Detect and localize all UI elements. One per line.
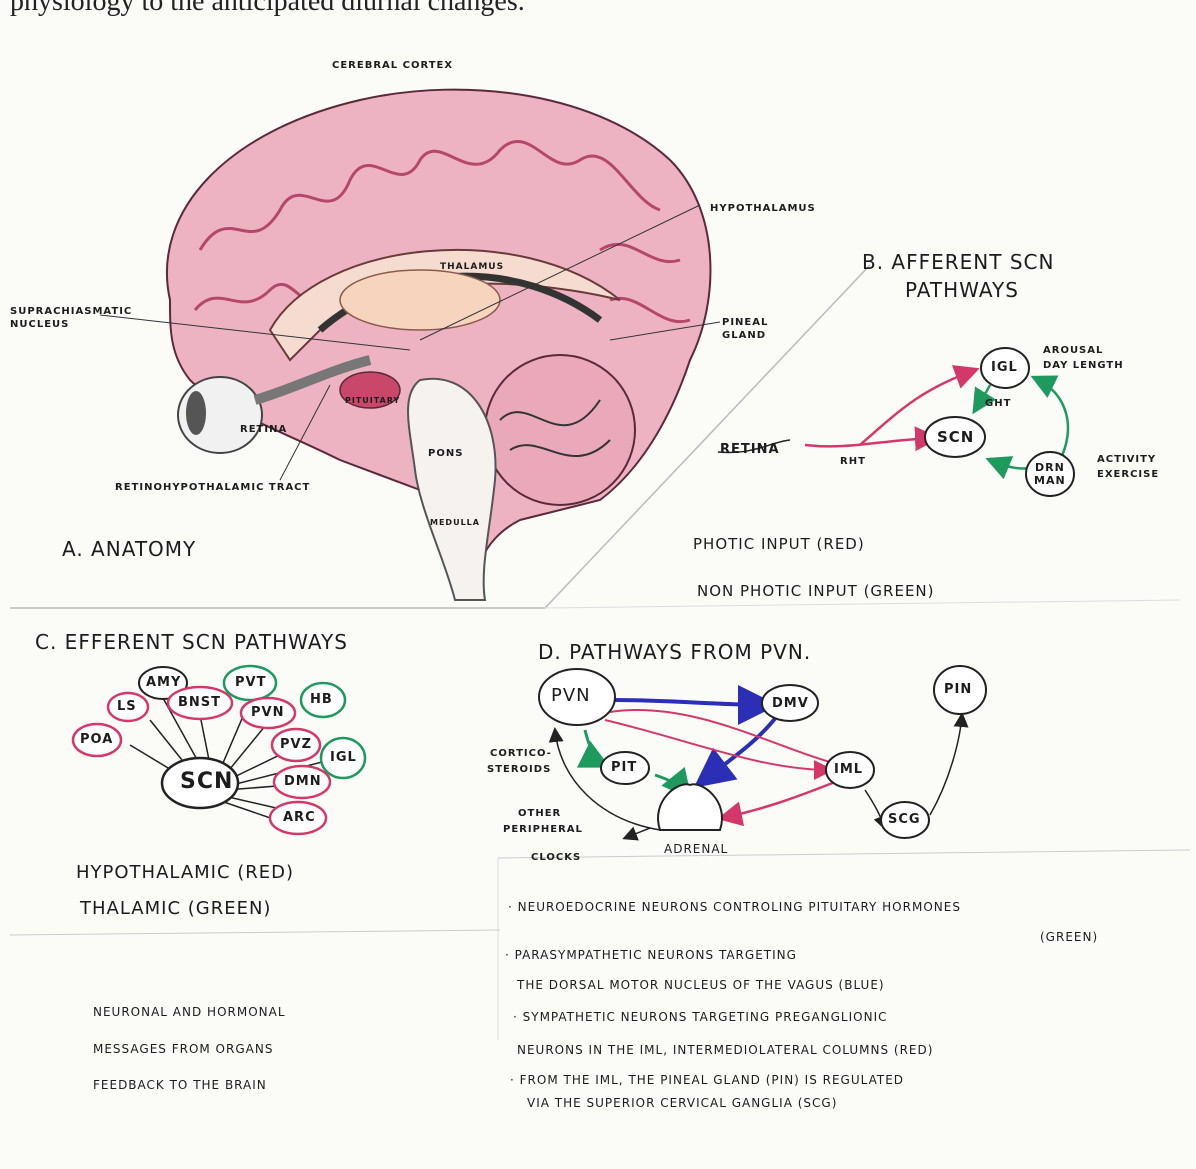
- pvn-label-adrenal: ADRENAL: [664, 842, 728, 856]
- efferent-node-ls: LS: [117, 699, 137, 714]
- pvn-label-other: OTHER: [518, 808, 561, 819]
- panel-divider-c: [10, 930, 500, 935]
- efferent-node-amy: AMY: [146, 675, 181, 690]
- label-pineal-gland: PINEAL GLAND: [722, 316, 802, 342]
- pvn-node-pit: PIT: [611, 760, 637, 775]
- pvn-label-steroids: STEROIDS: [487, 764, 551, 775]
- label-scn-nucleus: SUPRACHIASMATIC NUCLEUS: [10, 305, 150, 331]
- efferent-node-pvn: PVN: [251, 705, 284, 720]
- pvn-title: D. PATHWAYS FROM PVN.: [538, 640, 811, 664]
- pvn-node-pin: PIN: [944, 682, 972, 697]
- pvn-label-clocks: CLOCKS: [531, 852, 581, 863]
- efferent-node-dmn: DMN: [284, 774, 322, 789]
- note-parasympathetic-2: THE DORSAL MOTOR NUCLEUS OF THE VAGUS (B…: [517, 978, 885, 992]
- efferent-node-arc: ARC: [283, 810, 316, 825]
- afferent-title-2: PATHWAYS: [905, 278, 1019, 302]
- efferent-node-pvz: PVZ: [280, 737, 312, 752]
- pvn-label-cortico: CORTICO-: [490, 748, 552, 759]
- afferent-label-rht: RHT: [840, 456, 866, 467]
- label-hypothalamus: HYPOTHALAMUS: [710, 203, 816, 214]
- pvn-label-peripheral: PERIPHERAL: [503, 824, 583, 835]
- label-cerebral-cortex: CEREBRAL CORTEX: [332, 60, 453, 71]
- pvn-node-iml: IML: [834, 762, 863, 777]
- note-neuroendocrine-color: (GREEN): [1040, 930, 1098, 944]
- afferent-label-arousal: AROUSAL: [1043, 345, 1103, 356]
- afferent-node-igl: IGL: [991, 360, 1018, 375]
- efferent-title: C. EFFERENT SCN PATHWAYS: [35, 630, 348, 654]
- feedback-line-3: FEEDBACK TO THE BRAIN: [93, 1078, 267, 1092]
- efferent-legend-thalamic: THALAMIC (GREEN): [80, 898, 271, 919]
- afferent-node-drn: DRN: [1035, 461, 1065, 474]
- efferent-node-igl: IGL: [330, 750, 357, 765]
- label-rht: RETINOHYPOTHALAMIC TRACT: [115, 482, 310, 493]
- label-pons: PONS: [428, 448, 463, 459]
- panel-divider-d: [498, 850, 1190, 858]
- pvn-node-scg: SCG: [888, 812, 921, 827]
- pvn-node-dmv: DMV: [772, 696, 809, 711]
- afferent-label-activity: ACTIVITY: [1097, 454, 1156, 465]
- feedback-line-1: NEURONAL AND HORMONAL: [93, 1005, 286, 1019]
- efferent-node-bnst: BNST: [178, 695, 221, 710]
- note-neuroendocrine: · NEUROEDOCRINE NEURONS CONTROLING PITUI…: [508, 900, 961, 914]
- afferent-node-scn: SCN: [937, 428, 974, 446]
- afferent-title-1: B. AFFERENT SCN: [862, 250, 1054, 274]
- brain-illustration: [100, 90, 720, 600]
- afferent-node-man: MAN: [1034, 474, 1066, 487]
- efferent-node-pvt: PVT: [235, 675, 266, 690]
- afferent-label-ght: GHT: [985, 398, 1011, 409]
- panel-divider-b: [545, 600, 1180, 608]
- afferent-node-retina: RETINA: [720, 442, 780, 457]
- efferent-node-hb: HB: [310, 692, 333, 707]
- label-thalamus: THALAMUS: [440, 262, 504, 272]
- feedback-line-2: MESSAGES FROM ORGANS: [93, 1042, 273, 1056]
- efferent-node-poa: POA: [80, 732, 113, 747]
- note-iml-pineal: · FROM THE IML, THE PINEAL GLAND (PIN) I…: [510, 1073, 904, 1087]
- label-medulla: MEDULLA: [430, 518, 480, 527]
- note-iml-pineal-2: VIA THE SUPERIOR CERVICAL GANGLIA (SCG): [527, 1096, 837, 1110]
- afferent-diagram: [718, 348, 1074, 496]
- efferent-legend-hypothalamic: HYPOTHALAMIC (RED): [76, 862, 294, 883]
- afferent-label-day-length: DAY LENGTH: [1043, 360, 1124, 371]
- efferent-center-scn: SCN: [180, 769, 233, 794]
- note-parasympathetic: · PARASYMPATHETIC NEURONS TARGETING: [505, 948, 797, 962]
- label-retina: RETINA: [240, 424, 287, 435]
- note-sympathetic: · SYMPATHETIC NEURONS TARGETING PREGANGL…: [513, 1010, 888, 1024]
- anatomy-title: A. ANATOMY: [62, 537, 196, 561]
- afferent-label-exercise: EXERCISE: [1097, 469, 1159, 480]
- note-sympathetic-2: NEURONS IN THE IML, INTERMEDIOLATERAL CO…: [517, 1043, 933, 1057]
- afferent-legend-nonphotic: NON PHOTIC INPUT (GREEN): [697, 582, 935, 600]
- label-pituitary: PITUITARY: [345, 396, 400, 405]
- pvn-node-pvn: PVN: [551, 685, 591, 706]
- afferent-legend-photic: PHOTIC INPUT (RED): [693, 535, 865, 553]
